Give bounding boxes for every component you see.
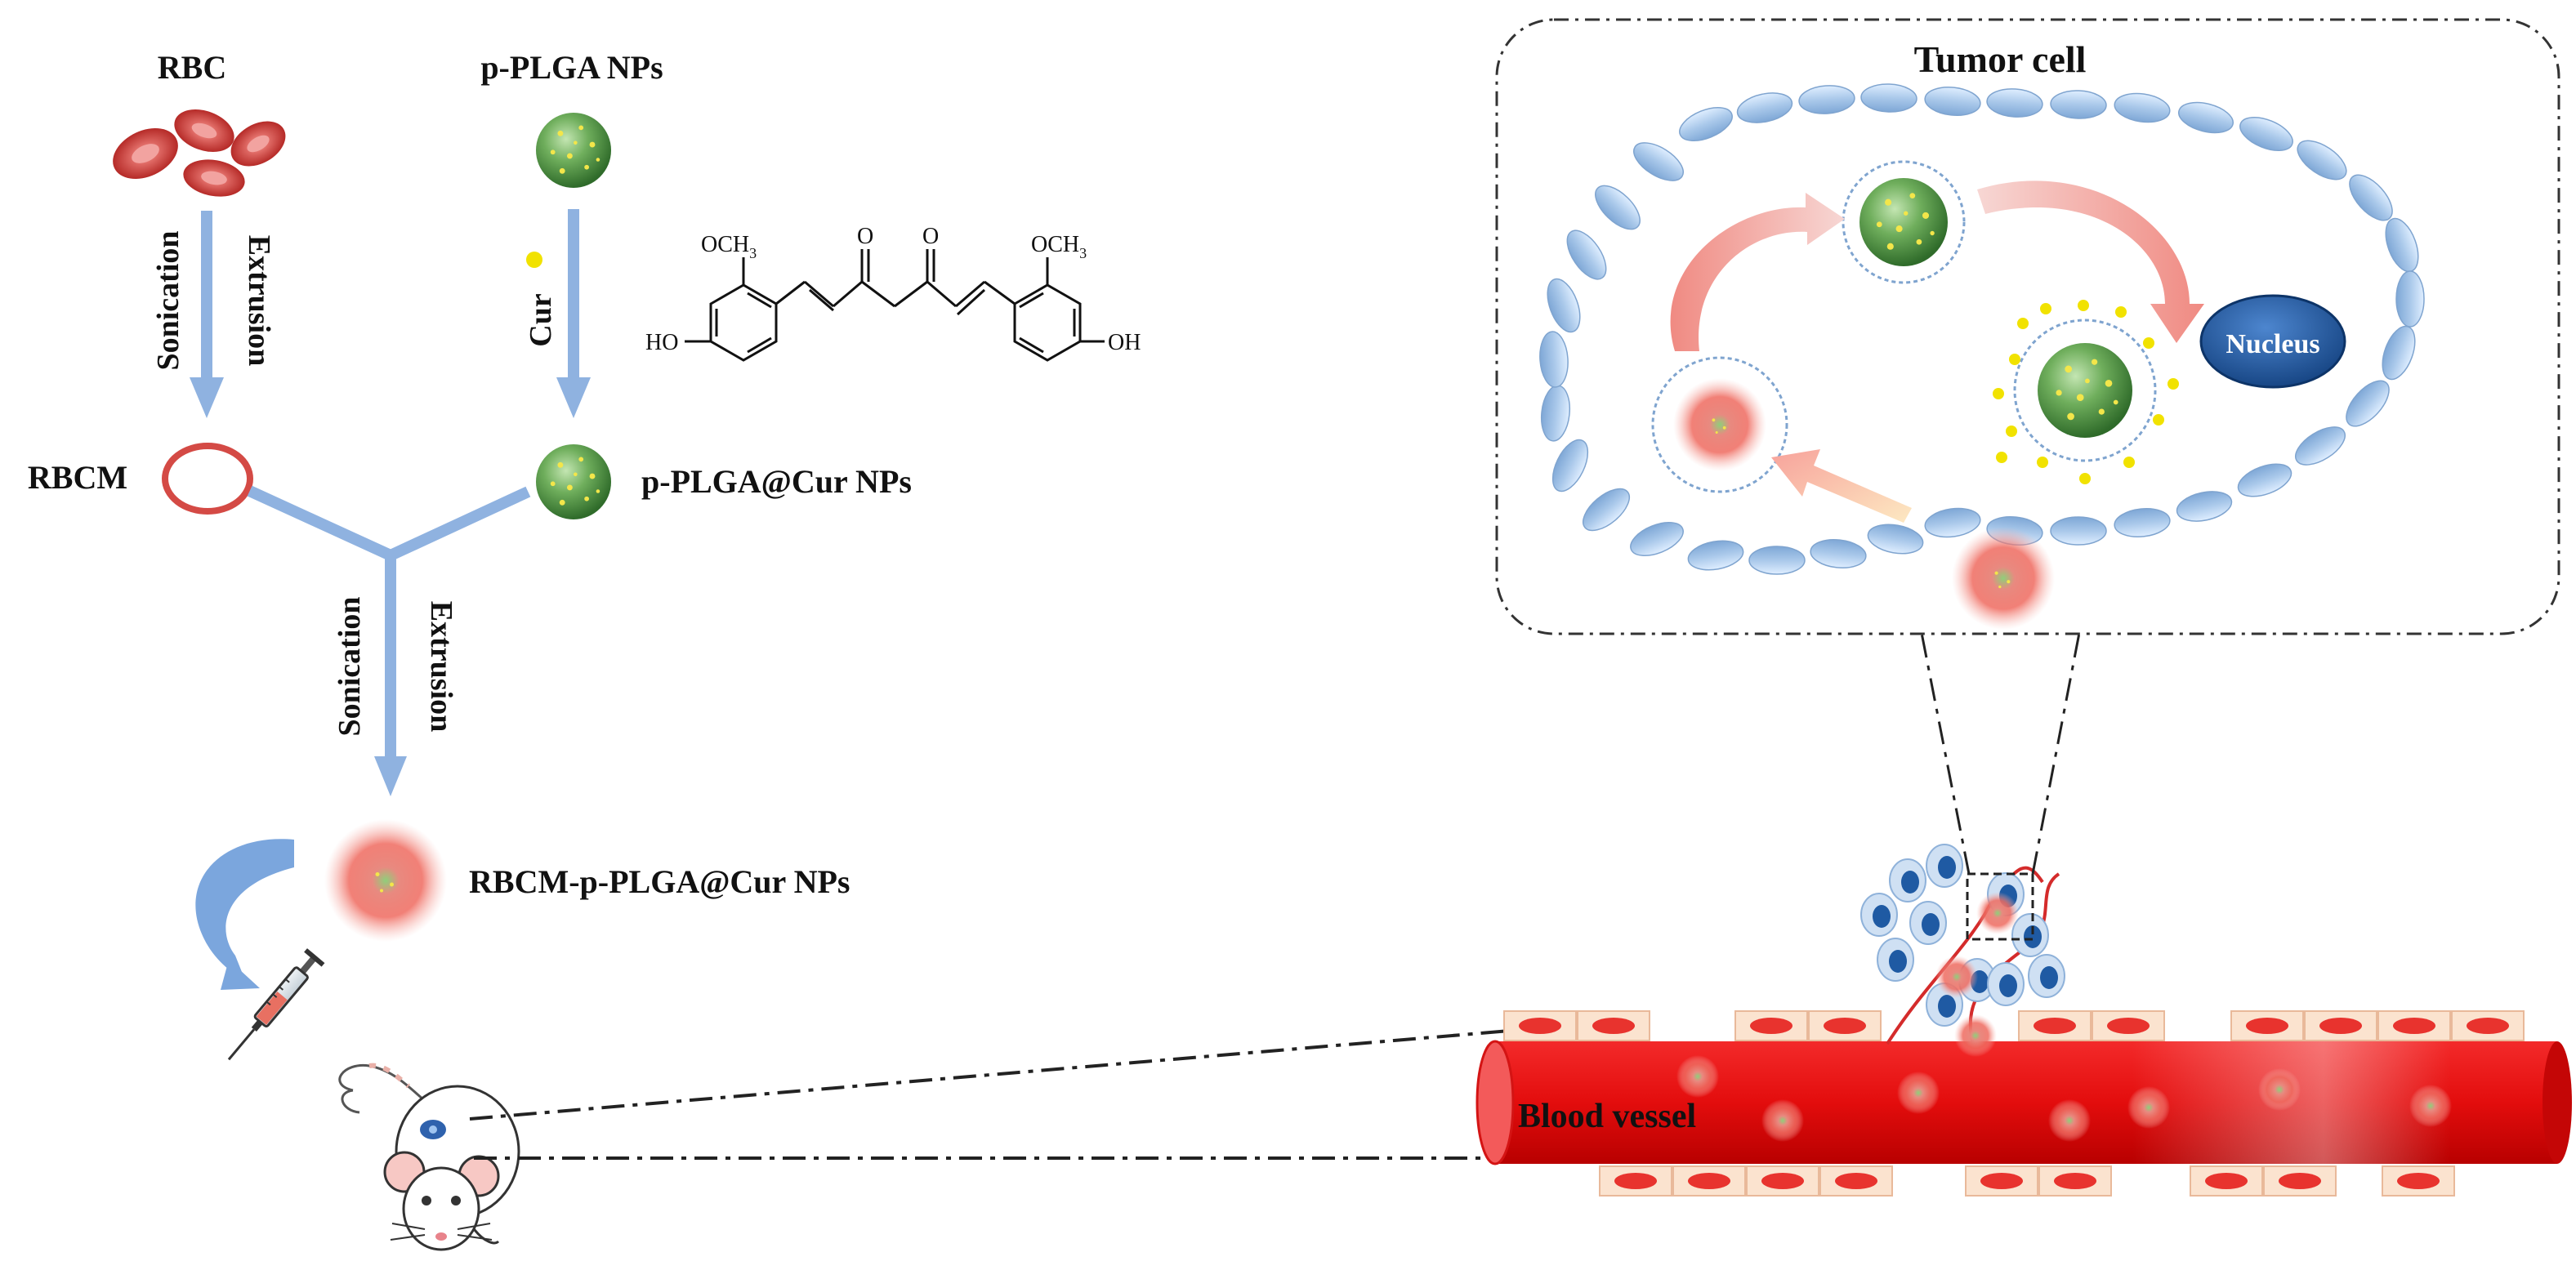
arrow-merge-head xyxy=(374,756,407,796)
arrow-endosome-to-top xyxy=(1670,193,1845,351)
upper-endothelium xyxy=(1503,1010,2525,1041)
blood-vessel-scene: Blood vessel xyxy=(1476,1010,2572,1197)
nucleus xyxy=(2199,294,2346,389)
rbcm-label: RBCM xyxy=(28,459,127,496)
synthesis-scheme: RBC Sonication Extrusion RBCM p-PLGA NPs xyxy=(28,49,1141,1251)
cur-label: Cur xyxy=(524,293,558,347)
tumor-cell-panel: Tumor cell xyxy=(1495,18,2560,635)
curcumin-dot xyxy=(526,252,542,268)
curved-injection-arrow xyxy=(195,839,294,990)
red-blood-cells xyxy=(113,109,286,197)
tumor-cell-title: Tumor cell xyxy=(1914,38,2087,80)
tumor-cluster xyxy=(1860,844,2065,1057)
entering-nanoparticle xyxy=(1952,527,2055,630)
och3-right: OCH3 xyxy=(1031,232,1087,261)
blood-vessel-label: Blood vessel xyxy=(1518,1098,1696,1135)
rbcm-membrane xyxy=(162,443,253,515)
endosome-cur-release xyxy=(1993,300,2179,484)
curcumin-structure xyxy=(685,249,1105,362)
arrow-merge xyxy=(247,485,531,765)
extrusion-label-2: Extrusion xyxy=(424,601,458,732)
endosome-coated-np xyxy=(1651,356,1788,493)
vessel-opening xyxy=(1476,1040,1515,1165)
tumor-cell-frame xyxy=(1495,18,2560,635)
pplga-cur-nanoparticle xyxy=(536,444,611,519)
pplga-cur-nps-label: p-PLGA@Cur NPs xyxy=(641,463,912,500)
pplga-nanoparticle xyxy=(536,113,611,188)
arrow-pplga-to-loaded xyxy=(556,209,591,418)
och3-left: OCH3 xyxy=(701,232,757,261)
lower-endothelium xyxy=(1599,1165,2455,1197)
arrow-rbc-to-rbcm xyxy=(190,211,224,418)
rbcm-pplga-cur-nps-label: RBCM-p-PLGA@Cur NPs xyxy=(469,863,850,900)
syringe-icon xyxy=(227,948,325,1061)
ketone-o-left: O xyxy=(857,224,873,249)
arrow-uptake xyxy=(1771,449,1912,523)
rbcm-pplga-cur-nanoparticle xyxy=(324,819,447,942)
endosome-np xyxy=(1842,160,1966,284)
zoom-box xyxy=(1966,872,2034,941)
sonication-label-2: Sonication xyxy=(333,596,367,736)
sonication-label-1: Sonication xyxy=(151,230,185,370)
oh-group: OH xyxy=(1108,330,1141,355)
nucleus-label: Nucleus xyxy=(2226,329,2319,359)
ketone-o-right: O xyxy=(922,224,939,249)
zoom-lines-mouse xyxy=(469,1029,1511,1160)
arrow-top-to-release xyxy=(1977,180,2204,343)
pplga-nps-label: p-PLGA NPs xyxy=(480,49,663,86)
ho-group: HO xyxy=(645,330,678,355)
extrusion-label-1: Extrusion xyxy=(242,235,276,366)
zoom-lines-tumor xyxy=(1920,632,2081,875)
rbc-label: RBC xyxy=(158,49,226,86)
